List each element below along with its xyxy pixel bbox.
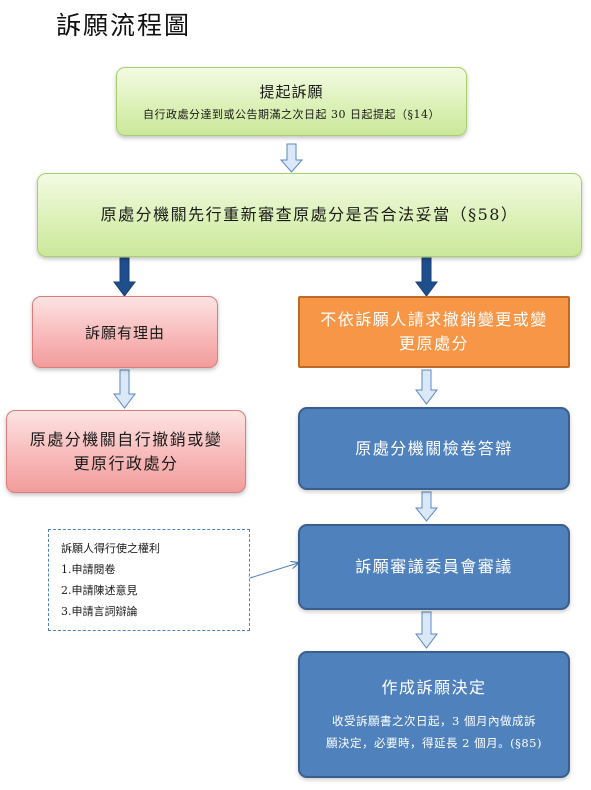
node-review: 原處分機關先行重新審查原處分是否合法妥當（§58） (37, 173, 582, 257)
arrow-review-to-not-withdrawn (415, 257, 438, 297)
decision-line2: 願決定，必要時，得延長 2 個月。(§85) (326, 735, 542, 750)
arrow-forward-file-to-committee (414, 491, 439, 522)
not-withdrawn-line2: 更原處分 (398, 334, 469, 353)
forward-file-text: 原處分機關檢卷答辯 (355, 438, 513, 458)
decision-title: 作成訴願決定 (381, 677, 487, 697)
arrow-justified-to-self-revoke (113, 369, 136, 409)
decision-line1: 收受訴願書之次日起，3 個月內做成訴 (332, 713, 536, 728)
filing-subtitle: 自行政處分達到或公告期滿之次日起 30 日起提起（§14） (143, 108, 440, 121)
self-revoke-line1: 原處分機關自行撤銷或變 (29, 429, 223, 449)
node-decision: 作成訴願決定 收受訴願書之次日起，3 個月內做成訴 願決定，必要時，得延長 2 … (298, 651, 570, 778)
node-not-withdrawn: 不依訴願人請求撤銷變更或變 更原處分 (298, 296, 570, 368)
arrow-not-withdrawn-to-forward-file (415, 369, 438, 405)
rights-note-item: 2.申請陳述意見 (61, 584, 138, 597)
page-title: 訴願流程圖 (56, 11, 192, 40)
arrow-committee-to-decision (415, 611, 438, 649)
node-self-revoke: 原處分機關自行撤銷或變 更原行政處分 (6, 410, 246, 493)
filing-title: 提起訴願 (259, 83, 324, 101)
arrow-filing-to-review (279, 143, 304, 173)
node-forward-file: 原處分機關檢卷答辯 (298, 407, 570, 490)
node-committee: 訴願審議委員會審議 (298, 524, 570, 610)
rights-note: 訴願人得行使之權利 1.申請閱卷 2.申請陳述意見 3.申請言詞辯論 (48, 529, 250, 631)
committee-text: 訴願審議委員會審議 (355, 557, 513, 576)
rights-note-item: 3.申請言詞辯論 (61, 605, 138, 618)
not-withdrawn-line1: 不依訴願人請求撤銷變更或變 (320, 310, 548, 329)
connector-rights-to-committee (249, 563, 298, 579)
arrow-review-to-justified (113, 257, 136, 297)
node-justified: 訴願有理由 (32, 296, 218, 368)
justified-text: 訴願有理由 (84, 323, 165, 342)
review-text: 原處分機關先行重新審查原處分是否合法妥當（§58） (100, 205, 519, 224)
rights-note-heading: 訴願人得行使之權利 (61, 542, 160, 555)
node-filing: 提起訴願 自行政處分達到或公告期滿之次日起 30 日起提起（§14） (116, 67, 467, 136)
self-revoke-line2: 更原行政處分 (73, 453, 179, 473)
rights-note-item: 1.申請閱卷 (61, 563, 116, 576)
